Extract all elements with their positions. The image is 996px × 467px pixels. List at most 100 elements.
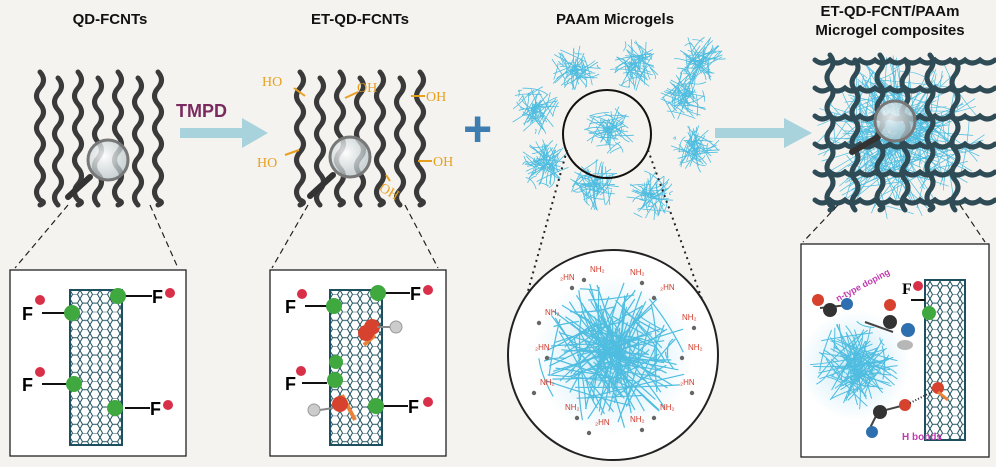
gel-strand bbox=[681, 88, 689, 97]
gel-strand bbox=[628, 65, 635, 89]
gel-strand bbox=[607, 353, 660, 382]
gel-strand bbox=[696, 94, 698, 117]
gel-strand bbox=[615, 121, 621, 132]
cnt-strand bbox=[812, 56, 996, 66]
gel-strand bbox=[646, 198, 655, 206]
gel-strand bbox=[683, 72, 693, 76]
gel-strand bbox=[672, 136, 676, 141]
gel-strand bbox=[606, 141, 621, 154]
gel-strand bbox=[625, 324, 665, 407]
carbonyl-oxygen bbox=[574, 415, 580, 421]
gel-strand bbox=[610, 68, 653, 76]
gel-strand bbox=[609, 334, 651, 343]
gel-strand bbox=[583, 55, 593, 86]
gel-strand bbox=[605, 190, 612, 206]
gel-strand bbox=[830, 358, 846, 374]
gel-strand bbox=[603, 307, 662, 393]
gel-strand bbox=[685, 55, 690, 73]
gel-strand bbox=[578, 176, 605, 192]
gel-strand bbox=[516, 101, 535, 112]
reaction-arrow-2 bbox=[715, 118, 812, 148]
gel-strand bbox=[585, 128, 604, 138]
gel-strand bbox=[581, 64, 589, 76]
gel-strand bbox=[538, 358, 554, 397]
cnt-strand bbox=[132, 75, 144, 208]
gel-strand bbox=[701, 60, 704, 63]
gel-strand bbox=[574, 384, 680, 389]
gel-strand bbox=[857, 348, 877, 371]
gel-strand bbox=[706, 60, 711, 81]
gel-strand bbox=[620, 75, 646, 86]
gel-strand bbox=[607, 118, 611, 135]
carbonyl-oxygen bbox=[639, 280, 645, 286]
gel-strand bbox=[518, 95, 525, 102]
fluorine-group-3: F bbox=[22, 367, 82, 395]
gel-strand bbox=[686, 107, 694, 112]
gel-strand bbox=[692, 39, 703, 43]
svg-text:F: F bbox=[410, 284, 421, 304]
gel-strand bbox=[876, 365, 897, 374]
gel-strand bbox=[840, 357, 887, 387]
gel-strand bbox=[518, 89, 520, 97]
magnify-circle-gel bbox=[562, 89, 652, 179]
gel-strand bbox=[561, 304, 650, 356]
gel-strand bbox=[584, 183, 595, 188]
gel-strand bbox=[677, 77, 700, 106]
gel-strand bbox=[689, 154, 706, 166]
carbonyl-oxygen bbox=[581, 277, 587, 283]
gel-strand bbox=[573, 172, 617, 192]
gel-strand bbox=[578, 314, 583, 361]
gel-strand bbox=[611, 353, 639, 369]
gel-strand bbox=[584, 200, 590, 206]
hydroxyl-sidewall-1 bbox=[329, 319, 403, 369]
fluorine-group-4: F bbox=[107, 399, 173, 419]
gel-strand bbox=[569, 368, 585, 393]
gel-strand bbox=[559, 53, 564, 64]
svg-text:F: F bbox=[152, 287, 163, 307]
gel-strand bbox=[646, 338, 676, 377]
gel-strand bbox=[843, 372, 858, 404]
gel-strand bbox=[677, 149, 720, 152]
gel-strand bbox=[543, 148, 561, 160]
svg-text:F: F bbox=[285, 297, 296, 317]
composite-inset-content: F n-type doping H bonds bbox=[800, 267, 966, 443]
gel-strand bbox=[702, 68, 711, 74]
gel-strand bbox=[669, 191, 673, 196]
gel-strand bbox=[869, 372, 877, 377]
gel-strand bbox=[697, 45, 720, 58]
svg-text:F: F bbox=[22, 375, 33, 395]
gel-strand bbox=[622, 71, 639, 77]
hydroxyl-sidewall-2 bbox=[307, 394, 357, 421]
gel-strand bbox=[688, 90, 697, 93]
gel-strand bbox=[602, 126, 614, 140]
gel-strand bbox=[689, 50, 723, 81]
gel-strand bbox=[582, 191, 605, 200]
gel-strand bbox=[687, 49, 693, 55]
amine-label: NH₂ bbox=[545, 308, 560, 317]
gel-strand bbox=[553, 63, 559, 80]
gel-strand bbox=[576, 394, 645, 399]
gel-strand bbox=[690, 149, 695, 154]
gel-strand bbox=[574, 68, 579, 90]
gel-strand bbox=[522, 111, 543, 125]
gel-strand bbox=[671, 92, 680, 104]
gel-strand bbox=[667, 92, 705, 98]
gel-strand bbox=[860, 359, 895, 386]
gel-strand bbox=[682, 83, 692, 86]
gel-strand bbox=[638, 55, 641, 71]
gel-strand bbox=[664, 351, 674, 369]
gel-strand bbox=[528, 90, 534, 95]
gel-strand bbox=[851, 349, 886, 385]
gel-strand bbox=[929, 73, 937, 145]
gel-strand bbox=[604, 298, 658, 360]
gel-strand bbox=[556, 70, 574, 79]
gel-strand bbox=[573, 74, 598, 79]
amine-label: NH₂ bbox=[540, 378, 555, 387]
gel-strand bbox=[611, 129, 617, 138]
cnt-strand bbox=[812, 84, 996, 94]
gel-strand bbox=[893, 149, 975, 162]
gel-strand bbox=[583, 191, 600, 201]
gel-strand bbox=[529, 146, 551, 169]
gel-strand bbox=[599, 365, 660, 377]
gel-strand bbox=[627, 44, 659, 76]
